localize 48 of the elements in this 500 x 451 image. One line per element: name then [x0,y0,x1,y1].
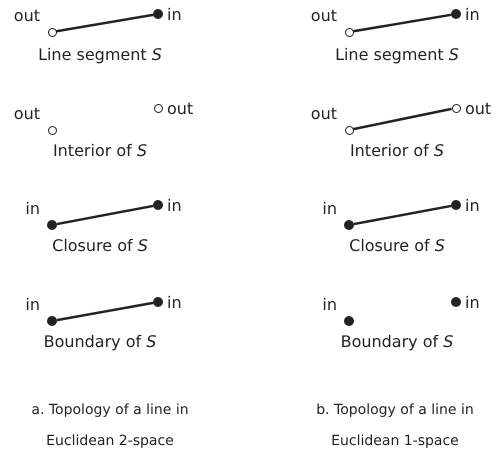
set-caption: Closure of S [349,238,445,254]
set-caption: Interior of S [350,143,444,159]
point-label: in [322,297,337,313]
point-label: in [465,295,480,311]
open-point [154,104,162,112]
line-segment [56,14,154,32]
line-segment [353,14,452,32]
point-label: out [465,101,492,117]
line-segment [354,204,452,226]
point-label: out [167,101,194,117]
set-caption: Line segment S [335,47,459,63]
closed-point [153,297,163,307]
closed-point [47,316,57,326]
closed-point [451,9,461,19]
panel-caption: a. Topology of a line in Euclidean 2-space [30,401,190,451]
point-label: in [465,198,480,214]
point-label: in [167,198,182,214]
point-label: in [25,201,40,217]
open-point [48,126,56,134]
point-label: in [322,201,337,217]
point-label: in [167,295,182,311]
point-label: in [167,7,182,23]
point-label: in [465,7,480,23]
line-segment [56,302,154,322]
closed-point [153,200,163,210]
set-caption: Closure of S [52,238,148,254]
point-label: out [310,8,337,24]
closed-point [344,220,354,230]
set-caption: Interior of S [52,143,148,159]
set-caption: Boundary of S [44,334,156,350]
open-point [344,126,354,134]
panel-caption: b. Topology of a line in Euclidean 1-space [315,401,475,451]
set-caption: Line segment S [38,47,162,63]
point-label: out [14,106,40,122]
closed-point [344,316,354,326]
open-point [452,104,460,112]
closed-point [47,220,57,230]
point-label: out [310,106,337,122]
point-label: in [25,297,40,313]
open-point [344,28,354,36]
closed-point [451,297,461,307]
closed-point [153,9,163,19]
line-segment [56,204,154,226]
open-point [48,28,56,36]
set-caption: Boundary of S [340,334,454,350]
line-segment [353,108,452,130]
point-label: out [14,8,40,24]
closed-point [451,200,461,210]
